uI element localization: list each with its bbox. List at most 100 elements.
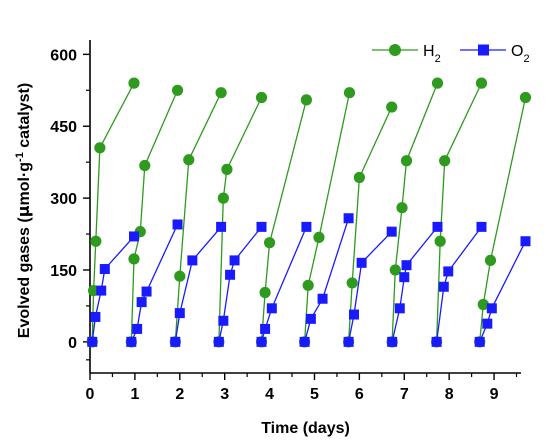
x-tick-label: 2 (175, 386, 184, 403)
data-point-h2 (255, 91, 268, 104)
data-point-o2 (386, 226, 397, 237)
data-point-o2 (170, 336, 181, 347)
series-line-o2 (303, 218, 350, 343)
data-point-h2 (171, 84, 184, 96)
data-point-h2 (183, 154, 195, 166)
data-point-o2 (394, 303, 405, 314)
data-point-o2 (431, 336, 442, 347)
data-point-h2 (221, 163, 233, 175)
data-point-h2 (128, 77, 140, 89)
data-point-o2 (126, 336, 137, 347)
data-point-o2 (343, 213, 354, 224)
x-tick-label: 1 (130, 386, 139, 403)
series-line-o2 (391, 226, 439, 343)
data-point-h2 (431, 77, 444, 89)
data-point-o2 (401, 260, 412, 271)
data-point-o2 (256, 336, 267, 347)
x-tick-label: 4 (265, 386, 274, 403)
data-point-h2 (302, 279, 314, 291)
legend: H2 O2 (372, 43, 530, 65)
data-point-o2 (90, 311, 101, 322)
data-point-o2 (187, 255, 198, 266)
series-line-h2 (391, 82, 439, 342)
x-tick-label: 8 (445, 386, 454, 403)
y-tick-label: 600 (50, 47, 77, 64)
data-point-h2 (353, 171, 365, 184)
data-point-h2 (300, 94, 312, 106)
x-tick-label: 0 (86, 386, 95, 403)
svg-text:Evolved gases (μmol·g-1 cataly: Evolved gases (μmol·g-1 catalyst) (14, 83, 33, 338)
y-tick-label: 150 (50, 263, 77, 280)
series-line-h2 (218, 97, 263, 342)
data-point-o2 (399, 272, 410, 283)
data-point-o2 (266, 303, 277, 314)
data-point-o2 (132, 323, 143, 334)
series-layer (86, 77, 532, 348)
data-point-o2 (174, 308, 185, 319)
data-point-o2 (301, 221, 312, 232)
data-point-h2 (313, 231, 325, 244)
y-tick-label: 300 (50, 191, 77, 208)
data-point-o2 (438, 281, 449, 292)
y-tick-label: 0 (68, 335, 77, 352)
series-line-h2 (303, 92, 351, 342)
data-point-o2 (343, 336, 354, 347)
x-tick-label: 6 (355, 386, 364, 403)
legend-marker (478, 44, 489, 56)
series-line-o2 (260, 226, 307, 343)
data-point-h2 (477, 298, 489, 311)
data-point-o2 (356, 257, 367, 268)
x-tick-label: 9 (490, 386, 499, 403)
data-point-h2 (217, 192, 229, 204)
data-point-o2 (229, 255, 240, 266)
data-point-h2 (434, 235, 446, 247)
y-tick-label: 450 (50, 119, 77, 136)
data-point-h2 (343, 87, 356, 99)
data-point-h2 (128, 253, 140, 265)
legend-marker (389, 44, 401, 56)
series-line-o2 (347, 231, 393, 343)
data-point-o2 (432, 221, 443, 232)
series-h2 (86, 77, 532, 348)
series-line-o2 (174, 226, 222, 343)
data-point-h2 (386, 101, 398, 113)
data-point-o2 (474, 336, 485, 347)
data-point-o2 (172, 219, 183, 230)
data-point-h2 (215, 87, 227, 99)
legend-item-h2: H2 (372, 43, 441, 65)
data-point-o2 (317, 293, 328, 304)
data-point-o2 (225, 269, 236, 280)
series-line-h2 (435, 82, 483, 342)
data-point-o2 (305, 313, 316, 324)
data-point-o2 (96, 285, 107, 296)
x-tick-label: 3 (220, 386, 229, 403)
data-point-o2 (99, 264, 110, 275)
data-point-h2 (396, 202, 408, 214)
data-point-o2 (260, 323, 271, 334)
data-point-o2 (136, 297, 147, 308)
legend-label: H2 (423, 43, 441, 65)
data-point-h2 (174, 270, 186, 282)
series-line-h2 (260, 99, 308, 342)
data-point-o2 (216, 221, 227, 232)
data-point-h2 (90, 235, 102, 247)
y-axis: 0 150 300 450 600 (50, 47, 90, 361)
data-point-o2 (141, 286, 152, 297)
series-line-h2 (479, 97, 527, 342)
legend-item-o2: O2 (460, 43, 530, 65)
data-point-o2 (348, 309, 359, 320)
data-point-h2 (439, 155, 451, 167)
data-point-h2 (346, 277, 358, 289)
data-point-h2 (519, 91, 532, 104)
data-point-o2 (482, 318, 493, 329)
data-point-o2 (443, 266, 454, 277)
data-point-h2 (259, 286, 271, 299)
data-point-o2 (387, 336, 398, 347)
data-point-h2 (389, 264, 401, 276)
data-point-o2 (128, 231, 139, 242)
data-point-o2 (256, 221, 267, 232)
series-line-o2 (435, 226, 483, 342)
data-point-o2 (87, 336, 98, 347)
